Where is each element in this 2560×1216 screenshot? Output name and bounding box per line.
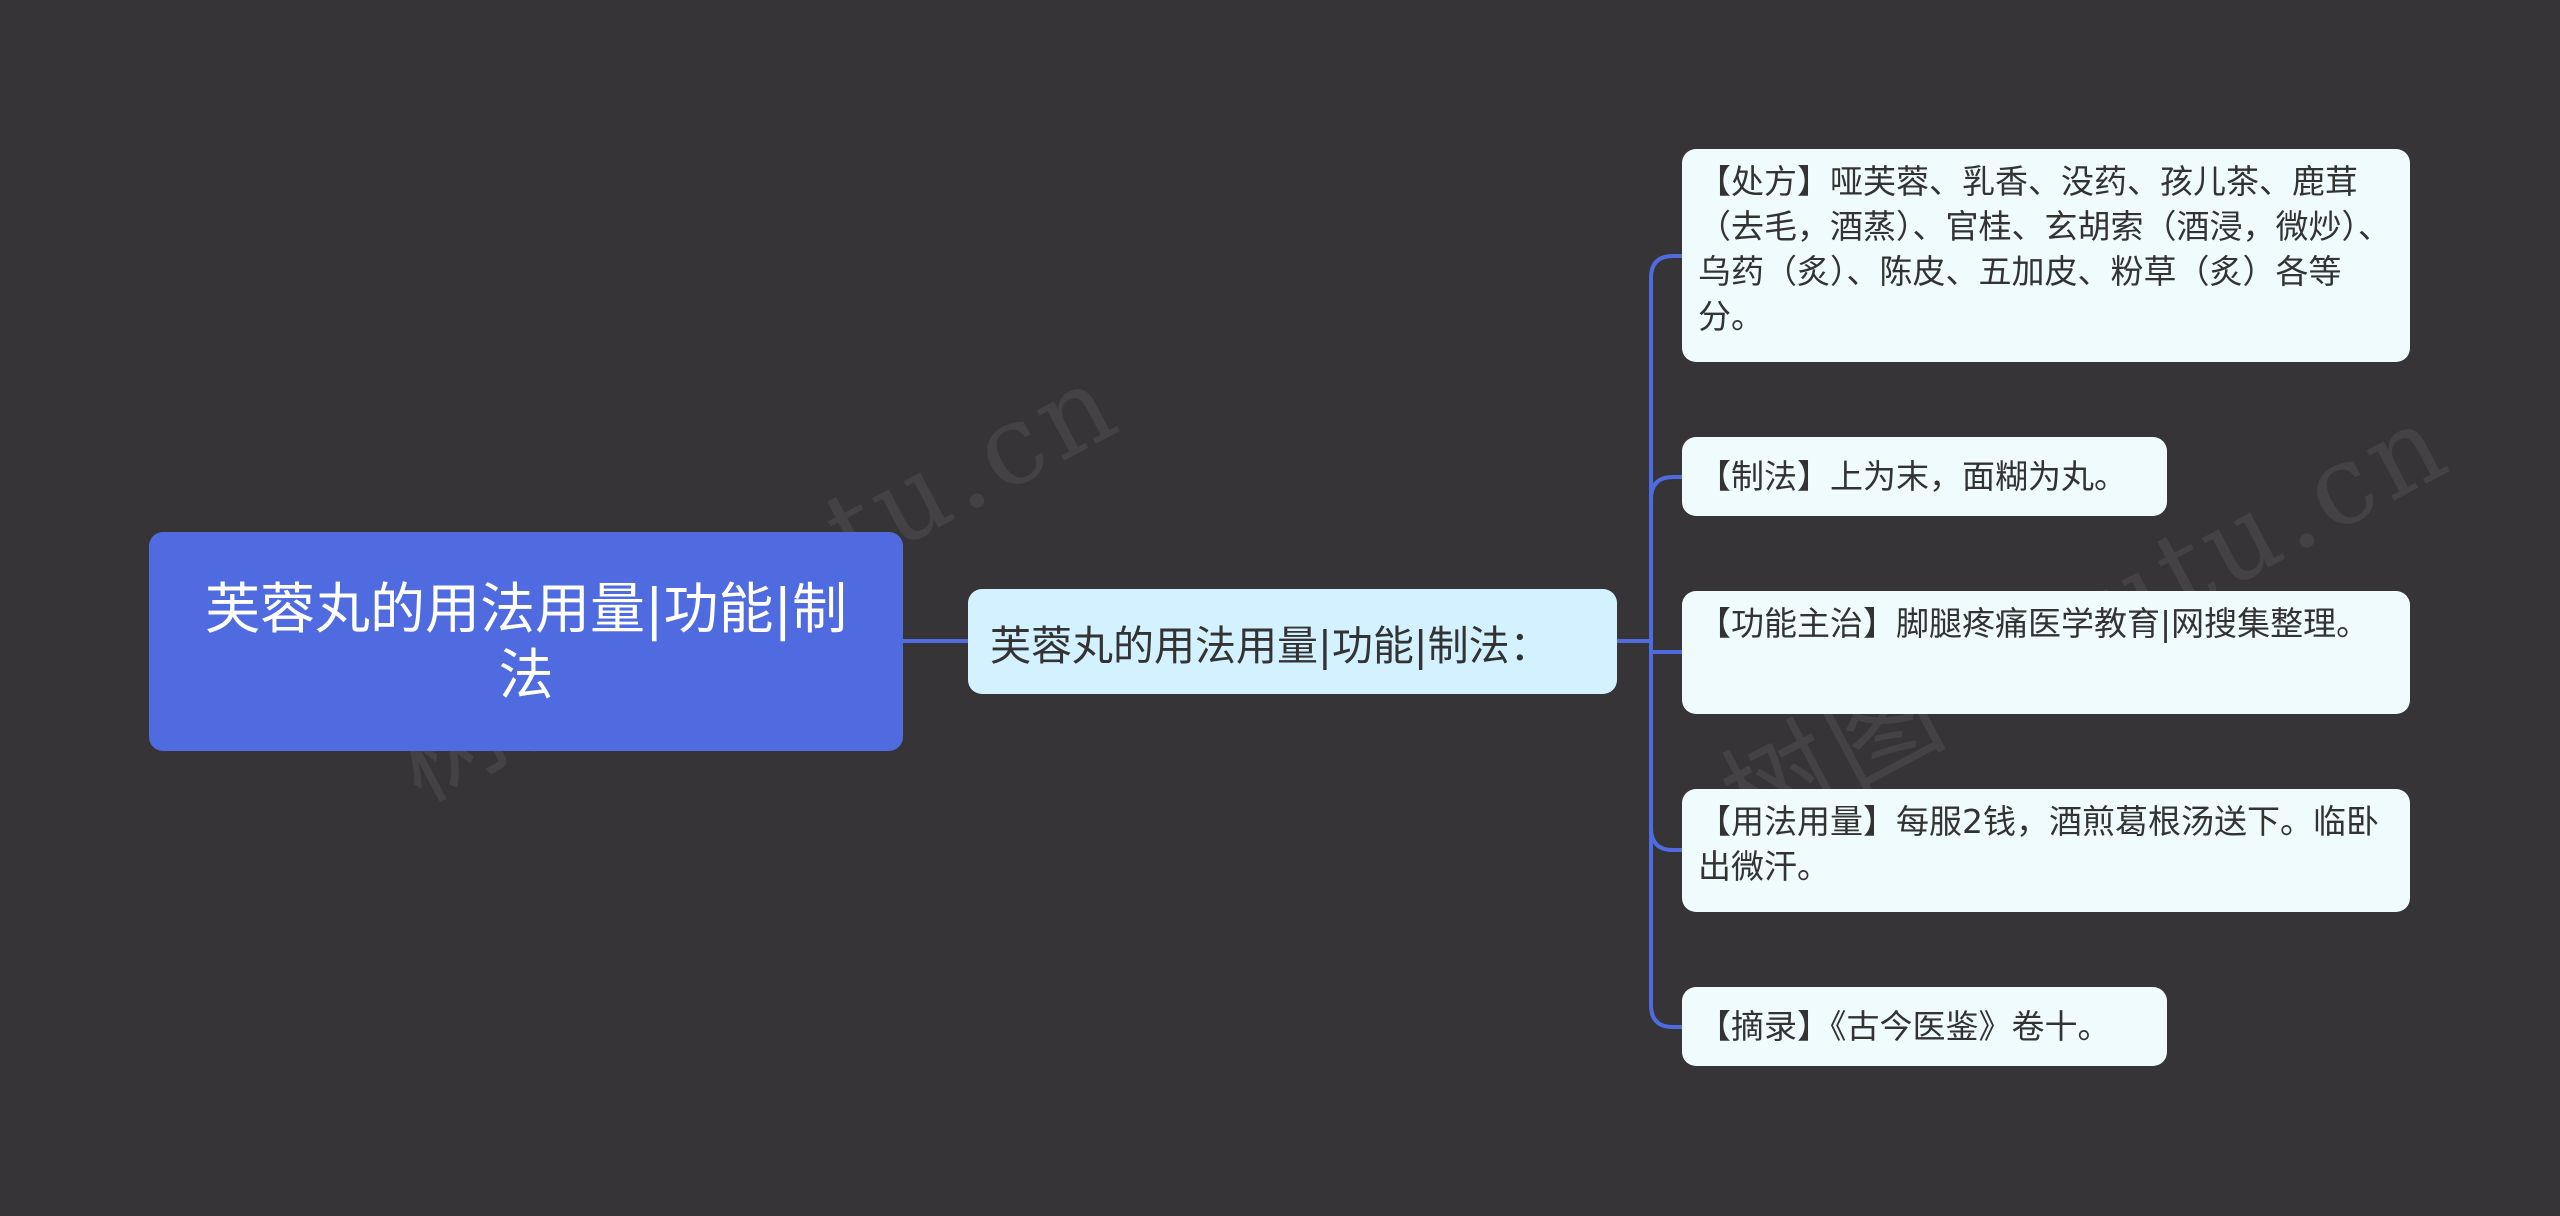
connector-leaf-0 <box>1649 254 1684 280</box>
connector-leaf-3 <box>1649 826 1684 852</box>
leaf-text: 【功能主治】脚腿疼痛医学教育|网搜集整理。 <box>1698 604 2370 643</box>
leaf-text: 【制法】上为末，面糊为丸。 <box>1698 457 2127 496</box>
leaf-node-preparation[interactable]: 【制法】上为末，面糊为丸。 <box>1682 437 2167 516</box>
leaf-node-indications[interactable]: 【功能主治】脚腿疼痛医学教育|网搜集整理。 <box>1682 591 2410 714</box>
leaf-text: 【用法用量】每服2钱，酒煎葛根汤送下。临卧出微汗。 <box>1698 802 2379 886</box>
connector-leaf-2 <box>1649 639 1684 654</box>
leaf-node-dosage[interactable]: 【用法用量】每服2钱，酒煎葛根汤送下。临卧出微汗。 <box>1682 789 2410 912</box>
root-topic-node[interactable]: 芙蓉丸的用法用量|功能|制法 <box>149 532 903 751</box>
leaf-text: 【摘录】《古今医鉴》卷十。 <box>1698 1007 2111 1046</box>
branch-topic-label: 芙蓉丸的用法用量|功能|制法： <box>990 621 1551 670</box>
branch-topic-node[interactable]: 芙蓉丸的用法用量|功能|制法： <box>968 589 1617 694</box>
leaf-text: 【处方】哑芙蓉、乳香、没药、孩儿茶、鹿茸（去毛，酒蒸）、官桂、玄胡索（酒浸，微炒… <box>1698 162 2391 336</box>
connector-leaf-1 <box>1649 475 1684 501</box>
connector-leaf-4 <box>1649 1003 1684 1029</box>
root-topic-label: 芙蓉丸的用法用量|功能|制法 <box>204 576 848 707</box>
leaf-node-prescription[interactable]: 【处方】哑芙蓉、乳香、没药、孩儿茶、鹿茸（去毛，酒蒸）、官桂、玄胡索（酒浸，微炒… <box>1682 149 2410 362</box>
leaf-node-source[interactable]: 【摘录】《古今医鉴》卷十。 <box>1682 987 2167 1066</box>
